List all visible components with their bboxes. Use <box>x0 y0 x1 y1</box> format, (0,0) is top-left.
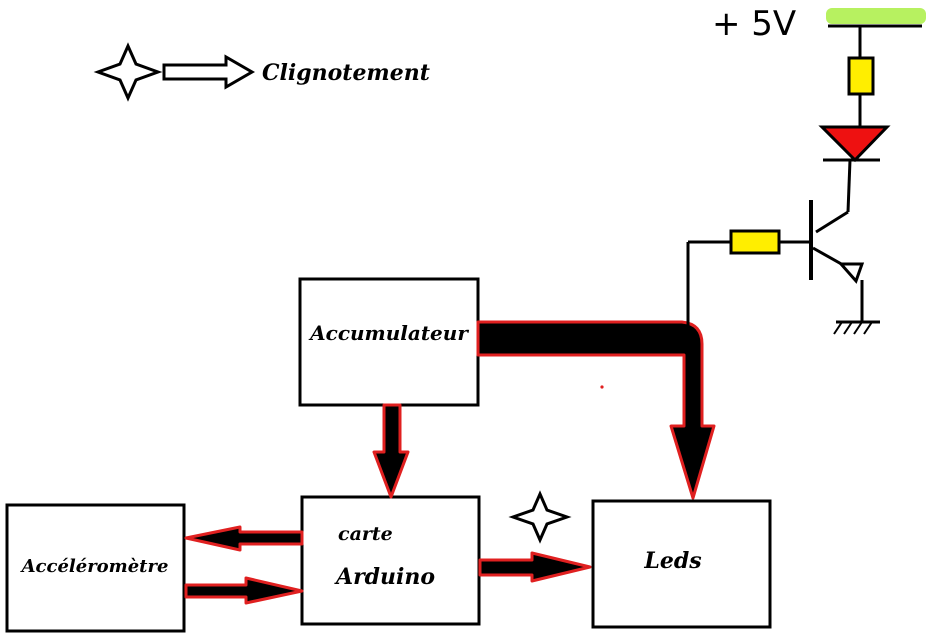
block-accumulateur-label: Accumulateur <box>308 321 469 345</box>
block-accelerometre-label: Accéléromètre <box>20 556 169 577</box>
resistor-base <box>729 229 781 255</box>
led-diode-icon <box>818 125 891 163</box>
arrow-accelerometre-to-arduino <box>184 576 304 605</box>
blink-star-icon <box>508 490 572 544</box>
transistor-emitter-arrow-icon <box>837 262 865 284</box>
legend: Clignotement <box>93 42 430 102</box>
resistor-top <box>847 56 875 96</box>
stray-dot <box>600 385 604 389</box>
legend-label: Clignotement <box>262 60 430 86</box>
arrow-arduino-to-accelerometre <box>184 525 304 552</box>
block-leds-label: Leds <box>643 548 701 574</box>
legend-arrow <box>162 54 256 90</box>
led-driver-circuit: + 5V <box>686 4 926 335</box>
arrow-arduino-to-leds <box>478 551 592 583</box>
arrow-accumulateur-to-leds <box>476 320 716 500</box>
block-arduino: carte Arduino <box>300 495 481 626</box>
block-arduino-label-line1: carte <box>338 523 393 545</box>
block-accelerometre: Accéléromètre <box>5 503 186 633</box>
block-accumulateur: Accumulateur <box>298 277 480 407</box>
supply-highlight <box>826 8 926 24</box>
supply-label: + 5V <box>712 4 796 44</box>
block-arduino-label-line2: Arduino <box>334 564 435 590</box>
block-leds: Leds <box>591 499 772 629</box>
arrow-accumulateur-to-arduino <box>372 403 410 499</box>
blink-star-icon <box>93 42 163 102</box>
